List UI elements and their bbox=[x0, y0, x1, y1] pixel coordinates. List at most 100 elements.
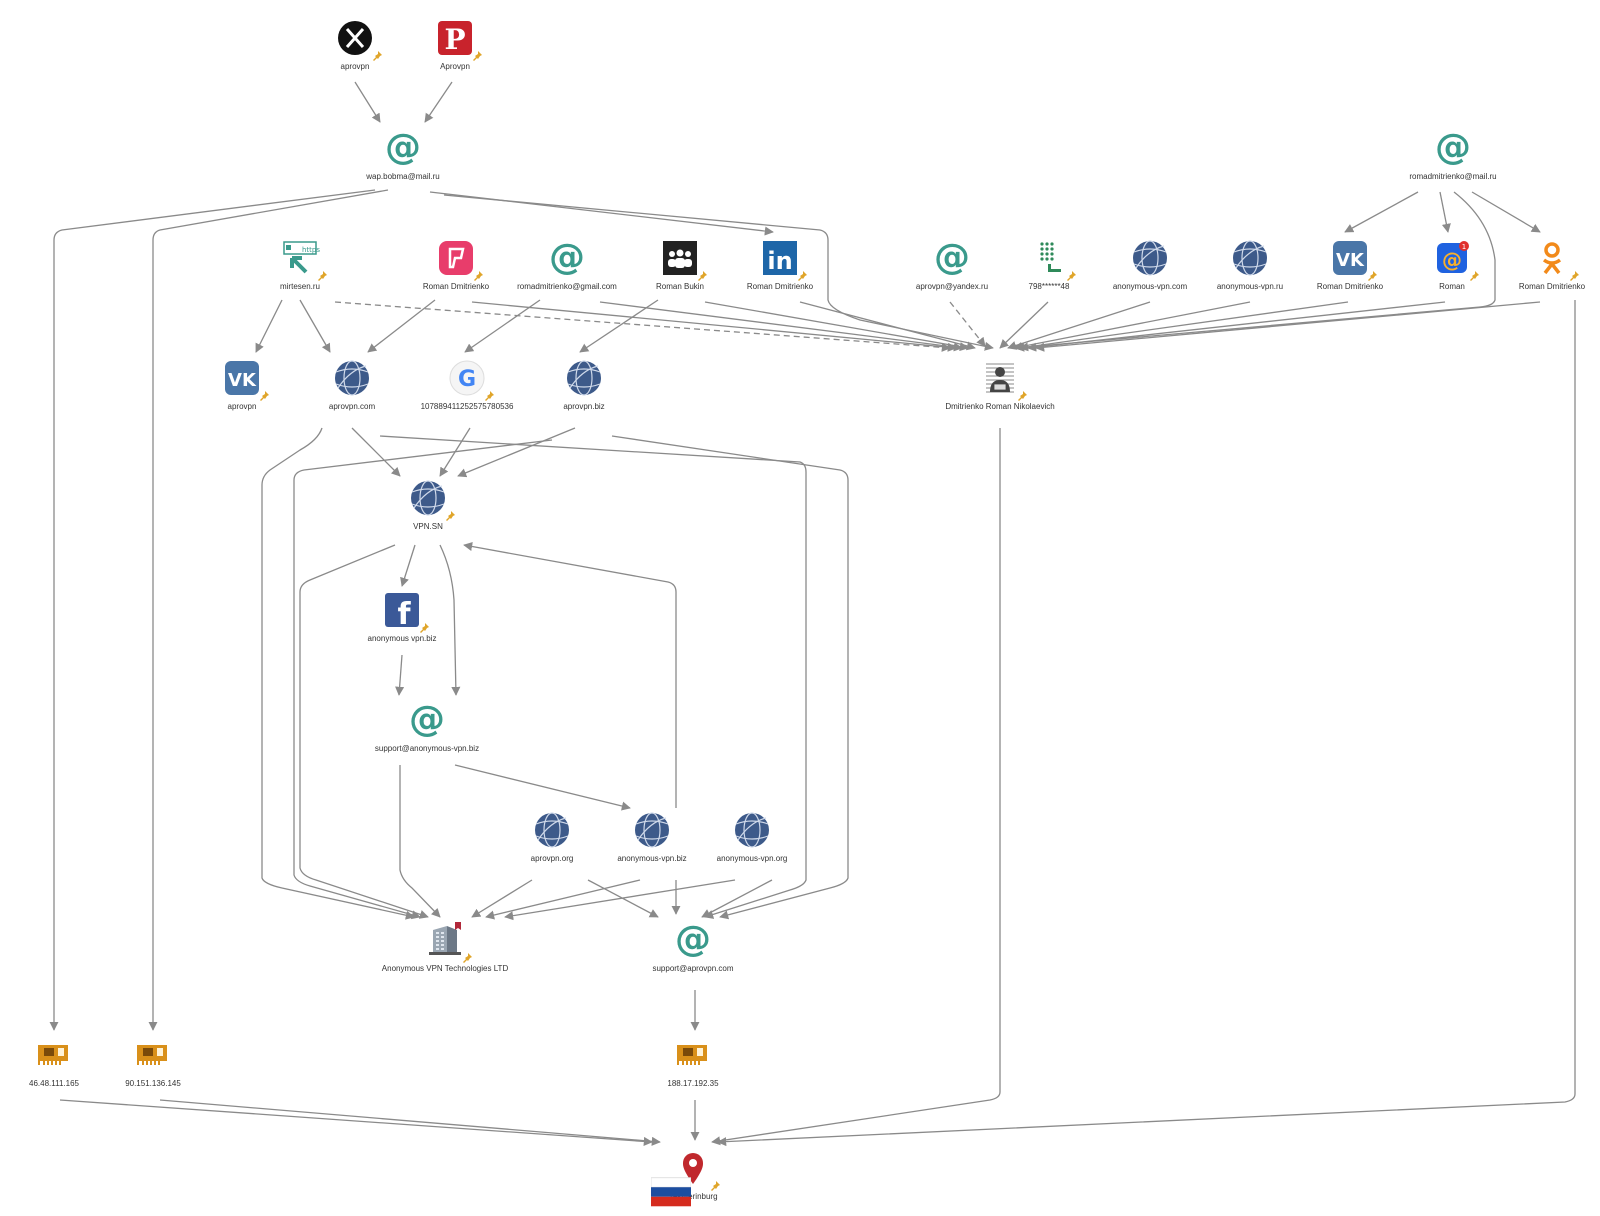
globe-icon bbox=[532, 810, 572, 850]
graph-node-aporg[interactable]: aprovpn.org bbox=[487, 810, 617, 863]
globe-icon bbox=[564, 358, 604, 398]
graph-node-support1[interactable]: @ support@anonymous-vpn.biz bbox=[362, 700, 492, 753]
graph-node-gmail[interactable]: @ romadmitrienko@gmail.com bbox=[502, 238, 632, 291]
node-label: aprovpn.org bbox=[530, 854, 574, 863]
pin-icon bbox=[1016, 390, 1028, 402]
node-label: 90.151.136.145 bbox=[125, 1079, 181, 1088]
graph-node-vk1[interactable]: VK aprovpn bbox=[177, 358, 307, 411]
node-label: aprovpn@yandex.ru bbox=[915, 282, 989, 291]
graph-node-person[interactable]: Dmitrienko Roman Nikolaevich bbox=[935, 358, 1065, 411]
graph-node-ip1[interactable]: 46.48.111.165 bbox=[0, 1035, 119, 1088]
graph-node-ok[interactable]: Roman Dmitrienko bbox=[1487, 238, 1600, 291]
svg-text:@: @ bbox=[549, 238, 585, 278]
url-link-icon: https:// bbox=[280, 238, 327, 281]
pin-icon bbox=[1366, 270, 1378, 282]
pin-icon bbox=[1065, 270, 1077, 282]
pin-icon bbox=[1568, 270, 1580, 282]
node-label: 798******48 bbox=[1028, 282, 1070, 291]
graph-node-company[interactable]: Anonymous VPN Technologies LTD bbox=[380, 920, 510, 973]
at-email-icon: @ bbox=[673, 920, 713, 960]
graph-node-fs[interactable]: Roman Dmitrienko bbox=[391, 238, 521, 291]
pin-icon bbox=[709, 1180, 721, 1192]
vk-icon: VK bbox=[222, 358, 269, 401]
graph-node-avcom[interactable]: anonymous-vpn.com bbox=[1085, 238, 1215, 291]
graph-node-avorg[interactable]: anonymous-vpn.org bbox=[687, 810, 817, 863]
node-label: 107889411252575780536 bbox=[420, 402, 514, 411]
pin-icon bbox=[472, 270, 484, 282]
at-email-icon: @ bbox=[547, 238, 587, 278]
myspace-icon bbox=[660, 238, 707, 281]
svg-text:https://: https:// bbox=[302, 246, 320, 254]
graph-node-vpnsn[interactable]: VPN.SN bbox=[363, 478, 493, 531]
graph-node-pin[interactable]: P Aprovpn bbox=[390, 18, 520, 71]
node-label: Roman Dmitrienko bbox=[1518, 282, 1586, 291]
person-icon bbox=[980, 358, 1027, 401]
phone-keypad-icon bbox=[1029, 238, 1076, 281]
node-label: Aprovpn bbox=[440, 62, 470, 71]
graph-node-romamail[interactable]: @romadmitrienko@mail.ru bbox=[1388, 128, 1518, 181]
at-email-icon: @ bbox=[383, 128, 423, 168]
pinterest-icon: P bbox=[435, 18, 482, 61]
svg-text:VK: VK bbox=[1336, 250, 1365, 271]
node-label: mirtesen.ru bbox=[279, 282, 320, 291]
globe-icon bbox=[632, 810, 672, 850]
graph-node-yandex[interactable]: @ aprovpn@yandex.ru bbox=[887, 238, 1017, 291]
svg-text:G: G bbox=[458, 367, 476, 392]
graph-node-myspace[interactable]: Roman Bukin bbox=[615, 238, 745, 291]
odnoklassniki-icon bbox=[1532, 238, 1579, 281]
graph-node-phone[interactable]: 798******48 bbox=[984, 238, 1114, 291]
svg-text:@: @ bbox=[934, 238, 970, 278]
graph-node-vk2[interactable]: VK Roman Dmitrienko bbox=[1285, 238, 1415, 291]
svg-text:in: in bbox=[767, 247, 792, 275]
globe-icon bbox=[732, 810, 772, 850]
pin-icon bbox=[418, 622, 430, 634]
graph-node-city[interactable]: Yekaterinburg bbox=[628, 1148, 758, 1207]
graph-node-avbiz[interactable]: anonymous-vpn.biz bbox=[587, 810, 717, 863]
graph-node-apbiz[interactable]: aprovpn.biz bbox=[519, 358, 649, 411]
node-label: 46.48.111.165 bbox=[29, 1079, 79, 1088]
node-label: anonymous-vpn.com bbox=[1112, 282, 1188, 291]
russia-flag-icon bbox=[651, 1172, 691, 1207]
pin-icon bbox=[444, 510, 456, 522]
node-label: aprovpn bbox=[227, 402, 257, 411]
network-card-icon bbox=[34, 1035, 74, 1075]
node-label: Roman bbox=[1439, 282, 1465, 291]
node-label: Roman Bukin bbox=[655, 282, 705, 291]
node-label: Yekaterinburg bbox=[668, 1192, 718, 1201]
globe-icon bbox=[1230, 238, 1270, 278]
globe-icon bbox=[408, 478, 455, 521]
pin-icon bbox=[258, 390, 270, 402]
graph-node-ip3[interactable]: 188.17.192.35 bbox=[628, 1035, 758, 1088]
graph-node-avru[interactable]: anonymous-vpn.ru bbox=[1185, 238, 1315, 291]
graph-node-fb[interactable]: f anonymous vpn.biz bbox=[337, 590, 467, 643]
node-label: Roman Dmitrienko bbox=[1316, 282, 1384, 291]
node-label: anonymous-vpn.biz bbox=[617, 854, 687, 863]
graph-node-x[interactable]: aprovpn bbox=[290, 18, 420, 71]
node-label: 188.17.192.35 bbox=[667, 1079, 719, 1088]
graph-node-support2[interactable]: @support@aprovpn.com bbox=[628, 920, 758, 973]
node-label: Roman Dmitrienko bbox=[746, 282, 814, 291]
node-label: romadmitrienko@gmail.com bbox=[517, 282, 617, 291]
pin-icon bbox=[371, 50, 383, 62]
svg-text:1: 1 bbox=[1462, 243, 1466, 251]
node-label: aprovpn bbox=[340, 62, 370, 71]
graph-node-ip2[interactable]: 90.151.136.145 bbox=[88, 1035, 218, 1088]
at-email-icon: @ bbox=[407, 700, 447, 740]
node-label: anonymous vpn.biz bbox=[367, 634, 437, 643]
svg-text:f: f bbox=[397, 597, 411, 630]
graph-node-apcom[interactable]: aprovpn.com bbox=[287, 358, 417, 411]
node-label: Roman Dmitrienko bbox=[422, 282, 490, 291]
graph-node-google[interactable]: G 107889411252575780536 bbox=[402, 358, 532, 411]
network-card-icon bbox=[133, 1035, 173, 1075]
mail-ru-agent-icon: @1 bbox=[1432, 238, 1479, 281]
graph-node-wap[interactable]: @wap.bobma@mail.ru bbox=[338, 128, 468, 181]
svg-text:VK: VK bbox=[228, 370, 257, 391]
node-label: romadmitrienko@mail.ru bbox=[1409, 172, 1497, 181]
svg-text:@: @ bbox=[675, 920, 711, 960]
graph-node-mirtesen[interactable]: https:// mirtesen.ru bbox=[235, 238, 365, 291]
node-label: support@anonymous-vpn.biz bbox=[374, 744, 480, 753]
svg-text:P: P bbox=[444, 23, 465, 56]
svg-text:@: @ bbox=[409, 700, 445, 740]
